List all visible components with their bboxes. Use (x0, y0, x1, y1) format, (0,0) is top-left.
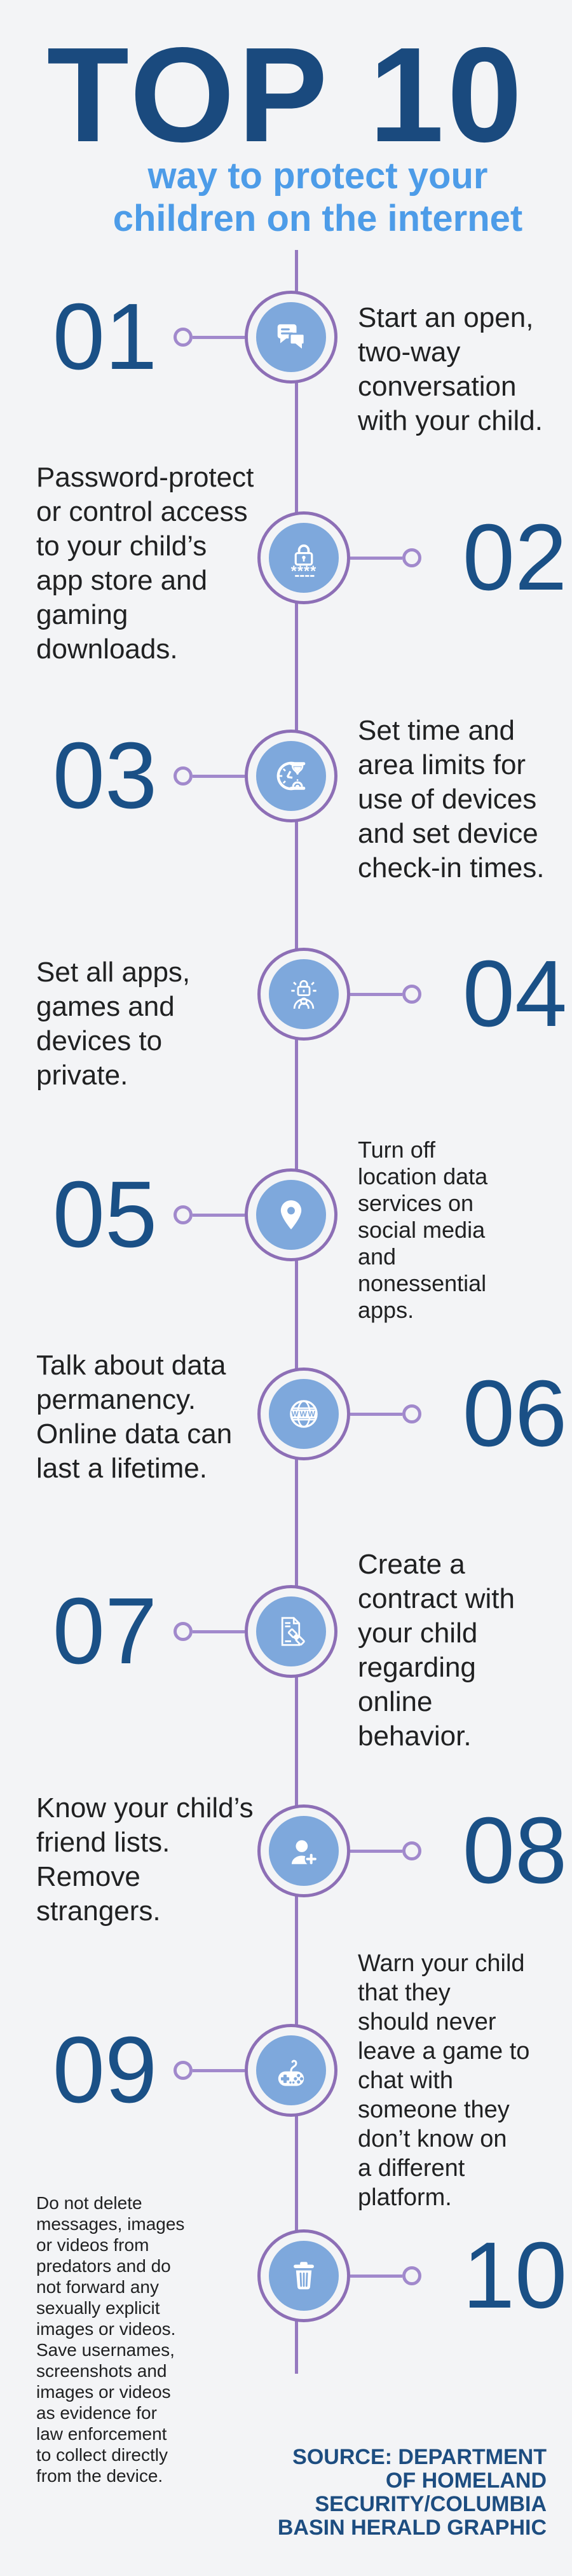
item-number: 02 (462, 505, 568, 610)
connector-line (193, 336, 245, 339)
timeline-node (245, 2024, 337, 2117)
icon-circle (269, 959, 339, 1029)
connector-line (193, 775, 245, 778)
item-number: 09 (52, 2018, 158, 2122)
item-text: Set all apps, games and devices to priva… (36, 957, 191, 1091)
connector-ring (174, 2061, 193, 2080)
connector-line (193, 1630, 245, 1633)
connector-ring (402, 1404, 421, 1423)
connector-line (193, 2069, 245, 2072)
item-text: Talk about data permanency. Online data … (36, 1350, 233, 1484)
timeline-line (295, 250, 298, 2374)
connector-line (350, 1850, 402, 1853)
item-text: Create a contract with your child regard… (358, 1549, 515, 1752)
svg-text:WWW: WWW (291, 1409, 316, 1418)
icon-circle (256, 741, 326, 811)
icon-circle: WWW (269, 1379, 339, 1449)
connector-ring (402, 1841, 421, 1860)
timeline-node: WWW (257, 1368, 350, 1460)
game-controller-icon (278, 2060, 304, 2086)
add-friend-icon (291, 1840, 318, 1866)
icon-circle (256, 302, 326, 372)
item-text: Password-protect or control access to yo… (36, 462, 254, 665)
timeline-node: **** (257, 511, 350, 604)
www-globe-icon: WWW (290, 1400, 318, 1428)
item-number: 07 (52, 1579, 158, 1684)
item-number: 05 (52, 1162, 158, 1267)
connector-ring (402, 2266, 421, 2285)
connector-ring (174, 328, 193, 347)
source-credit: SOURCE: DEPARTMENT OF HOMELAND SECURITY/… (277, 2445, 547, 2540)
icon-circle: **** (269, 523, 339, 593)
item-number: 01 (52, 284, 158, 389)
connector-ring (174, 1622, 193, 1641)
password-lock-icon: **** (291, 544, 316, 579)
chat-bubbles-icon (277, 324, 306, 349)
timeline-node (257, 1804, 350, 1897)
item-text: Set time and area limits for use of devi… (358, 715, 545, 883)
item-text: Warn your child that they should never l… (358, 1950, 530, 2211)
connector-ring (174, 766, 193, 786)
item-text: Start an open, two-way conversation with… (358, 302, 543, 436)
timeline-node (245, 1168, 337, 1261)
location-pin-icon (280, 1200, 302, 1229)
time-limits-icon (276, 761, 306, 791)
connector-ring (402, 985, 421, 1004)
timeline-node (245, 291, 337, 384)
item-text: Know your child’s friend lists. Remove s… (36, 1792, 254, 1927)
timeline-node (245, 730, 337, 822)
connector-line (350, 993, 402, 996)
item-number: 03 (52, 723, 158, 828)
connector-line (193, 1214, 245, 1217)
timeline-node (257, 948, 350, 1041)
page-subtitle: way to protect your children on the inte… (112, 155, 523, 239)
privacy-lock-icon (291, 980, 317, 1009)
connector-ring (402, 548, 421, 567)
item-number: 08 (462, 1798, 568, 1903)
contract-handshake-icon (281, 1617, 305, 1646)
connector-ring (174, 1205, 193, 1224)
connector-line (350, 557, 402, 560)
item-number: 06 (462, 1361, 568, 1466)
item-number: 04 (462, 941, 568, 1046)
icon-circle (256, 1180, 326, 1250)
item-text: Do not delete messages, images or videos… (36, 2193, 185, 2486)
page-title: TOP 10 (46, 19, 526, 170)
icon-circle (256, 1596, 326, 1666)
connector-line (350, 2275, 402, 2278)
item-number: 10 (462, 2223, 568, 2328)
timeline-node (245, 1585, 337, 1678)
trash-can-icon (294, 2262, 314, 2290)
icon-circle (269, 2241, 339, 2311)
icon-circle (256, 2035, 326, 2105)
connector-line (350, 1413, 402, 1416)
item-text: Turn off location data services on socia… (358, 1137, 488, 1323)
timeline-node (257, 2229, 350, 2322)
icon-circle (269, 1816, 339, 1886)
